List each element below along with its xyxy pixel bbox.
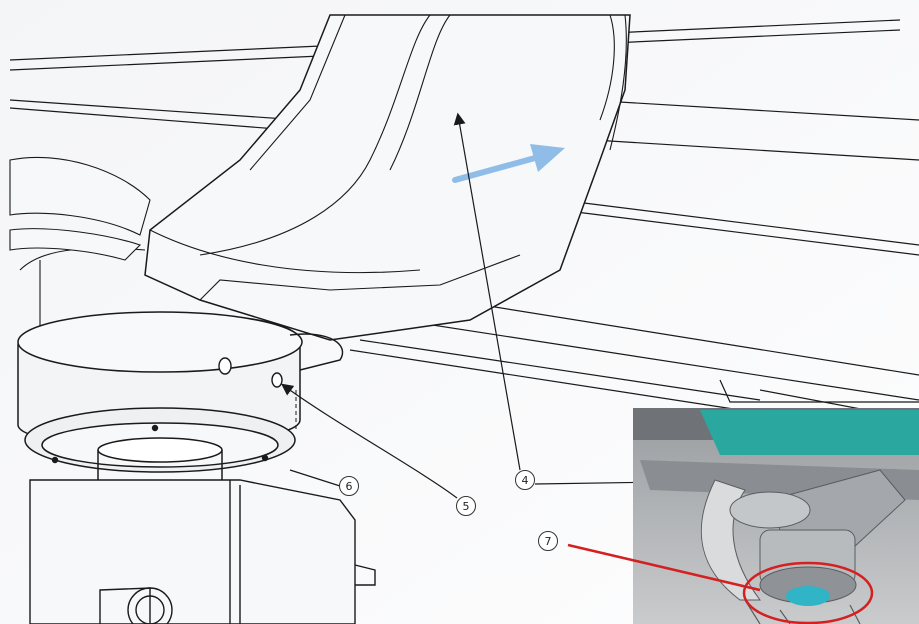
leader-line-6 <box>289 469 341 487</box>
photo-inset <box>633 408 919 624</box>
leader-lines <box>281 112 919 499</box>
mounting-holes <box>51 357 283 464</box>
callout-label-6: 6 <box>346 480 353 493</box>
red-highlight <box>567 543 874 624</box>
callout-label-7: 7 <box>545 535 552 548</box>
leader-line-5 <box>281 383 458 499</box>
callout-4: 4 <box>515 470 535 490</box>
callout-7: 7 <box>538 531 558 551</box>
callout-5: 5 <box>456 496 476 516</box>
lower-housing <box>29 479 376 624</box>
leader-line-7 <box>567 543 761 592</box>
callout-label-5: 5 <box>463 500 470 513</box>
hub-cylinder <box>17 311 344 480</box>
callout-label-4: 4 <box>522 474 529 487</box>
callout-6: 6 <box>339 476 359 496</box>
leader-line-4 <box>453 112 521 471</box>
left-structure <box>9 156 151 261</box>
